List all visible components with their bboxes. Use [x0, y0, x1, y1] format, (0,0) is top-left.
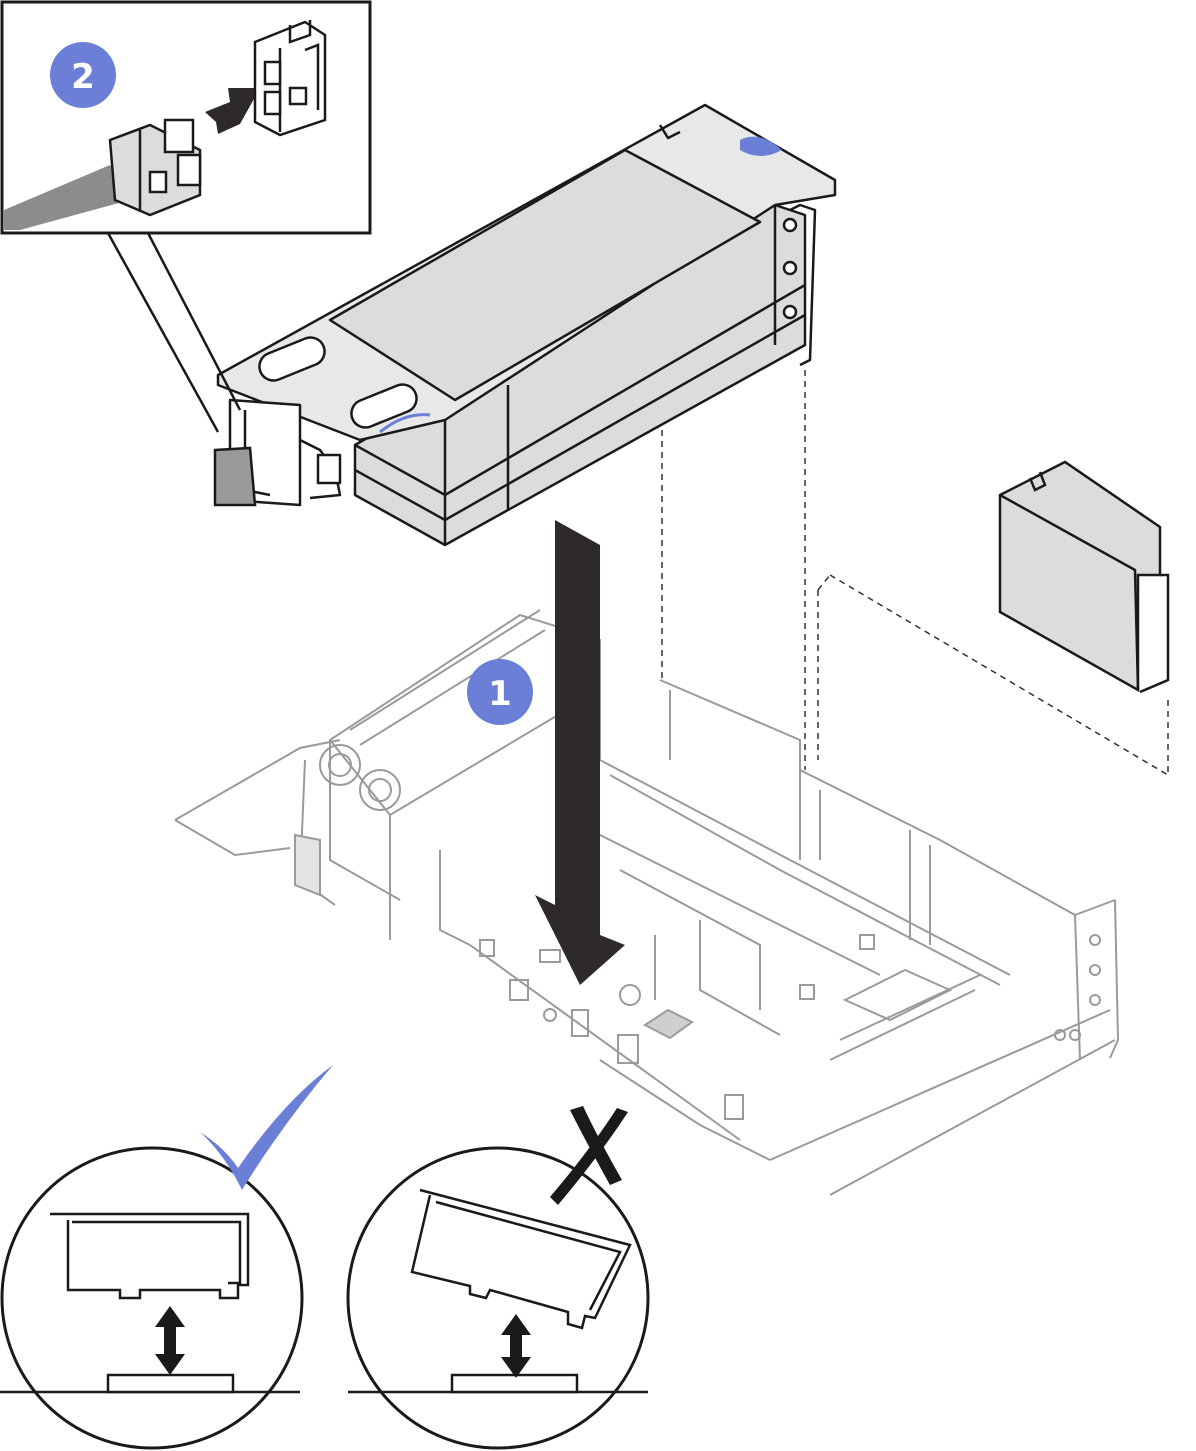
double-arrow-vertical-icon: [155, 1306, 185, 1375]
double-arrow-vertical-icon-incorrect: [501, 1314, 531, 1378]
check-mark-icon: [200, 1065, 333, 1190]
incorrect-alignment-detail: [346, 1146, 650, 1450]
correct-alignment-detail: [0, 1146, 304, 1450]
riser-power-cable: [213, 446, 257, 507]
cable-connector-plug: [108, 118, 202, 217]
riser-assembly: [216, 103, 837, 547]
inset-callout-lines: [106, 232, 242, 433]
power-cable: [4, 165, 130, 230]
filler-bracket: [998, 460, 1170, 694]
down-arrow-icon: [535, 520, 625, 985]
step-1-number: 1: [488, 674, 512, 714]
board-power-socket: [253, 20, 327, 137]
step-2-number: 2: [71, 57, 95, 97]
cross-mark-icon: [550, 1106, 628, 1205]
right-arrow-icon: [205, 88, 260, 134]
cable-connection-inset: 2: [0, 0, 372, 235]
step-2-badge: 2: [50, 42, 116, 108]
step-1-badge: 1: [467, 659, 533, 725]
